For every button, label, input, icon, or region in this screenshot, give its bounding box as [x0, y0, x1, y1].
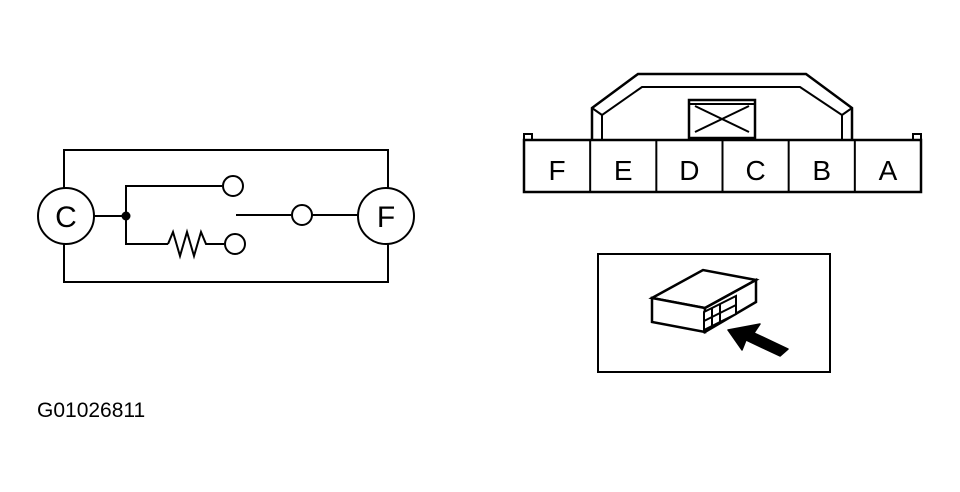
terminal-c-label: C — [55, 201, 77, 234]
lower-branch-wire — [125, 216, 168, 245]
side-tab-right — [912, 133, 922, 140]
terminal-c: C — [37, 187, 95, 245]
pin-label-a: A — [879, 155, 898, 186]
pin-dividers — [589, 140, 856, 192]
pointing-arrow — [727, 323, 789, 357]
pin-label-b: B — [812, 155, 831, 186]
pin-label-c: C — [745, 155, 765, 186]
pin-label-e: E — [614, 155, 633, 186]
resistor-symbol — [167, 228, 224, 260]
crossed-lock-tab-icon — [687, 98, 757, 140]
connector-location-view — [597, 253, 831, 373]
location-view-frame — [597, 253, 831, 373]
upper-branch-wire — [125, 185, 222, 216]
terminal-f: F — [357, 187, 415, 245]
hood-corner-left — [591, 107, 603, 116]
terminal-f-label: F — [377, 201, 395, 234]
contact-lower — [224, 233, 246, 255]
outer-top-wire — [63, 149, 389, 188]
hood-corner-right — [841, 107, 853, 116]
connector-hood-inner — [601, 86, 843, 140]
contact-upper — [222, 175, 244, 197]
connector-module-with-arrow-icon — [648, 268, 789, 357]
figure-id: G01026811 — [37, 399, 145, 422]
pin-label-d: D — [679, 155, 699, 186]
contact-common — [291, 204, 313, 226]
side-tab-left — [523, 133, 533, 140]
switch-schematic: C F — [37, 149, 415, 283]
connector-hood-outer — [590, 72, 854, 140]
outer-bottom-wire — [63, 244, 389, 283]
pin-label-f: F — [549, 155, 566, 186]
